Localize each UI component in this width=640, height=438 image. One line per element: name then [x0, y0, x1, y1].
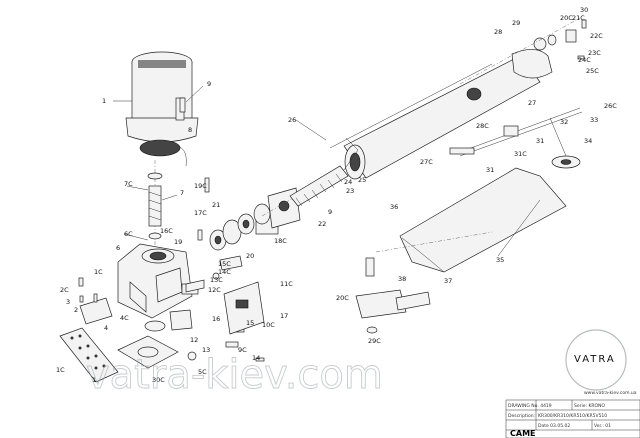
callout-27C: 27C	[420, 158, 433, 166]
callout-9b: 9	[328, 208, 332, 216]
title-block: DRAWING No. 4419 Serie: KRONO Descriptio…	[505, 399, 640, 438]
callout-20: 20	[246, 252, 254, 260]
watermark: vatra-kiev.com VATRA www.vatra-kiev.com.…	[86, 329, 637, 398]
watermark-text: vatra-kiev.com	[86, 352, 383, 398]
callout-6: 6	[116, 244, 120, 252]
end-cap	[459, 17, 587, 85]
main-tube	[329, 55, 541, 180]
motor-assembly	[125, 51, 199, 167]
callout-1C-bottom: 1C	[56, 366, 65, 374]
callout-37: 37	[444, 277, 452, 285]
serie: Serie: KRONO	[574, 403, 605, 409]
outer-cover	[375, 155, 581, 273]
callout-5C: 5C	[198, 368, 207, 376]
callout-10C: 10C	[262, 321, 275, 329]
callout-22C: 22C	[590, 32, 603, 40]
callout-3: 3	[66, 298, 70, 306]
date: Date 03.05.02	[538, 423, 570, 429]
callout-1C-top: 1C	[94, 268, 103, 276]
callout-17C: 17C	[194, 209, 207, 217]
description-label: Description:	[508, 413, 535, 419]
callout-13C: 13C	[210, 276, 223, 284]
callout-7C: 7C	[124, 180, 133, 188]
callout-25: 25	[358, 176, 366, 184]
callout-9C: 9C	[238, 346, 247, 354]
callout-19: 19	[174, 238, 182, 246]
callout-21C: 21C	[572, 14, 585, 22]
callout-29: 29	[512, 19, 520, 27]
callout-36: 36	[390, 203, 398, 211]
callout-23: 23	[346, 187, 354, 195]
leader-lines	[113, 85, 567, 257]
watermark-badge: VATRA	[574, 354, 616, 365]
callout-26C: 26C	[604, 102, 617, 110]
callout-26: 26	[288, 116, 296, 124]
callout-10: 1	[102, 97, 106, 105]
came-logo: CAME	[510, 429, 536, 438]
callout-28C: 28C	[476, 122, 489, 130]
mounting-plates	[59, 297, 193, 383]
callout-31C: 31C	[514, 150, 527, 158]
callout-28: 28	[494, 28, 502, 36]
callout-13: 13	[202, 346, 210, 354]
callout-30C: 30C	[152, 376, 165, 384]
callout-31: 31	[536, 137, 544, 145]
callout-12C: 12C	[208, 286, 221, 294]
callout-4: 4	[104, 324, 108, 332]
callout-32: 32	[560, 118, 568, 126]
callout-24C: 24C	[578, 56, 591, 64]
callout-17: 17	[280, 312, 288, 320]
version: Ver.: 01	[594, 423, 611, 429]
release-mechanism	[185, 255, 265, 335]
callout-24: 24	[344, 178, 352, 186]
callout-16: 16	[212, 315, 220, 323]
callout-8: 8	[188, 126, 192, 134]
callout-33: 33	[590, 116, 598, 124]
push-rod	[449, 107, 583, 157]
model-codes: KR300/KR310/KR510/KR5V510	[538, 413, 607, 419]
watermark-site: www.vatra-kiev.com.ua	[584, 390, 637, 396]
callout-1: 1	[92, 376, 96, 384]
callout-14C: 14C	[218, 268, 231, 276]
worm-screw	[261, 159, 361, 229]
callout-34: 34	[584, 137, 592, 145]
callout-14: 14	[252, 354, 260, 362]
callout-4C: 4C	[120, 314, 129, 322]
gearbox-housing	[117, 243, 199, 319]
callout-38: 38	[398, 275, 406, 283]
callout-23C: 23C	[588, 49, 601, 57]
callout-18C: 18C	[274, 237, 287, 245]
callout-labels: 1 9 8 7C 7 6C 6 16C 19C 21 17C 19 20 15C…	[56, 6, 617, 384]
callout-15: 15	[246, 319, 254, 327]
callout-19C: 19C	[194, 182, 207, 190]
callout-25C: 25C	[586, 67, 599, 75]
callout-31b: 31	[486, 166, 494, 174]
gear-shaft	[147, 160, 163, 250]
callout-20C-top: 20C	[560, 14, 573, 22]
drawing-number: DRAWING No. 4419	[508, 403, 552, 409]
callout-15C: 15C	[218, 260, 231, 268]
callout-27: 27	[528, 99, 536, 107]
callout-35: 35	[496, 256, 504, 264]
callout-2C: 2C	[60, 286, 69, 294]
callout-12: 12	[190, 336, 198, 344]
callout-22: 22	[318, 220, 326, 228]
gear-train	[209, 203, 279, 251]
callout-29C: 29C	[368, 337, 381, 345]
callout-21: 21	[212, 201, 220, 209]
callout-9: 9	[207, 80, 211, 88]
callout-20C: 20C	[336, 294, 349, 302]
callout-2: 2	[74, 306, 78, 314]
mounting-bracket	[355, 257, 431, 334]
callout-16C: 16C	[160, 227, 173, 235]
callout-30: 30	[580, 6, 588, 14]
callout-7: 7	[180, 189, 184, 197]
callout-11C: 11C	[280, 280, 293, 288]
callout-6C: 6C	[124, 230, 133, 238]
